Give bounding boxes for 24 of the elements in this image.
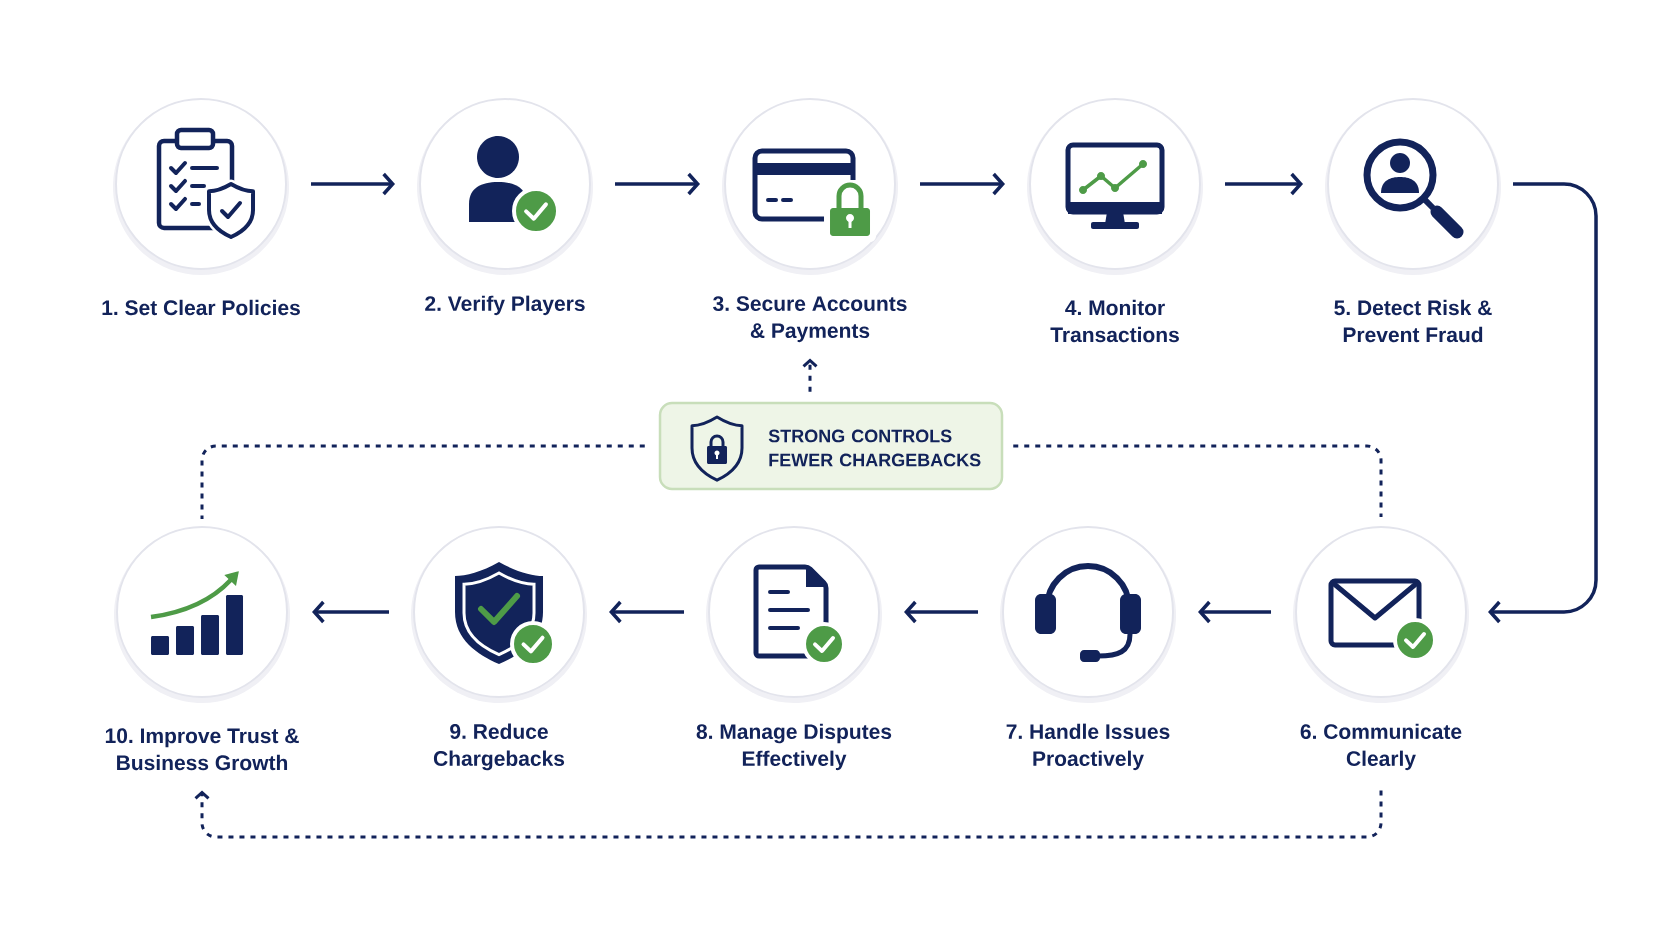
arrow bbox=[904, 600, 978, 624]
arrow bbox=[1198, 600, 1271, 624]
callout-box: STRONG CONTROLS FEWER CHARGEBACKS bbox=[658, 401, 1004, 491]
step-label: 3. Secure Accounts & Payments bbox=[713, 296, 907, 343]
arrow bbox=[920, 172, 1005, 196]
arrow bbox=[1488, 182, 1598, 624]
step-label: 6. Communicate Clearly bbox=[1300, 723, 1462, 771]
step-label: 7. Handle Issues Proactively bbox=[1006, 723, 1170, 771]
arrow bbox=[615, 172, 700, 196]
dotted-arrow bbox=[194, 790, 1383, 839]
step-label: 10. Improve Trust & Business Growth bbox=[105, 728, 299, 771]
dotted-arrow bbox=[802, 358, 818, 392]
step-label: 9. Reduce Chargebacks bbox=[433, 723, 565, 771]
step-label: 8. Manage Disputes Effectively bbox=[696, 723, 892, 771]
arrow bbox=[311, 172, 395, 196]
arrow bbox=[312, 600, 389, 624]
dotted-line bbox=[200, 444, 645, 519]
step-label: 2. Verify Players bbox=[425, 295, 585, 316]
step-label: 5. Detect Risk & Prevent Fraud bbox=[1334, 299, 1492, 343]
arrow bbox=[609, 600, 684, 624]
arrow bbox=[1225, 172, 1303, 196]
step-label: 1. Set Clear Policies bbox=[102, 299, 300, 316]
dotted-line bbox=[1013, 444, 1383, 517]
step-label: 4. Monitor Transactions bbox=[1050, 299, 1179, 343]
